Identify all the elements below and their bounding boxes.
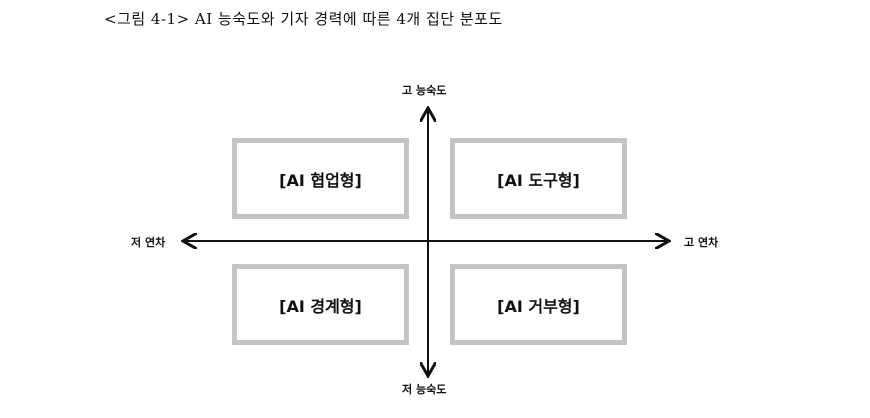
quadrant-label: [AI 거부형] [497,296,580,316]
x-axis-right-label: 고 연차 [684,236,719,249]
quadrant-label: [AI 협업형] [279,170,362,190]
quadrant-label: [AI 경계형] [279,296,362,316]
quadrant-collaborative: [AI 협업형] [232,138,409,219]
quadrant-tool: [AI 도구형] [450,138,627,219]
figure-title: <그림 4-1> AI 능숙도와 기자 경력에 따른 4개 집단 분포도 [104,10,503,28]
quadrant-label: [AI 도구형] [497,170,580,190]
y-axis-bottom-label: 저 능숙도 [402,383,447,396]
x-axis-left-label: 저 연차 [131,236,166,249]
quadrant-rejecting: [AI 거부형] [450,264,627,345]
y-axis-top-label: 고 능숙도 [402,84,447,97]
quadrant-cautious: [AI 경계형] [232,264,409,345]
